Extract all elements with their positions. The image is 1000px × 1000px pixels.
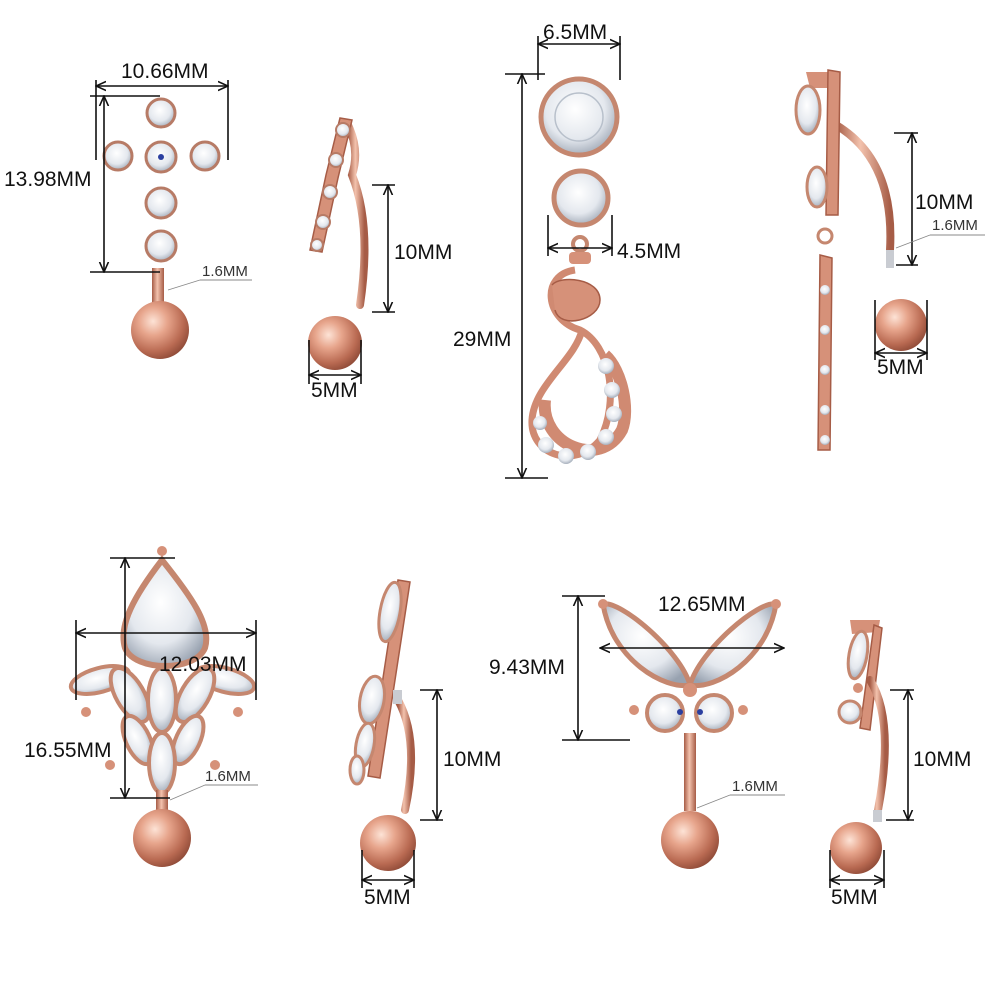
cross-bar: [152, 268, 164, 306]
cross-side-bar-label: 10MM: [394, 241, 453, 264]
cross-side-piece: [308, 117, 369, 370]
leaf-width-label: 12.03MM: [159, 653, 247, 676]
butterfly-width-label: 12.65MM: [658, 593, 746, 616]
cross-front-piece: [102, 97, 221, 359]
infinity-side-gauge-label: 1.6MM: [932, 217, 978, 234]
cross-height-label: 13.98MM: [4, 168, 92, 191]
infinity-dangle-piece: [528, 76, 632, 464]
butterfly-side-ball-label: 5MM: [831, 886, 878, 909]
butterfly-side-bar-label: 10MM: [913, 748, 972, 771]
cross-gauge-label: 1.6MM: [202, 263, 248, 280]
butterfly-piece: [598, 599, 781, 869]
infinity-top-stone-label: 6.5MM: [543, 21, 608, 44]
cross-side-ball-label: 5MM: [311, 379, 358, 402]
butterfly-gauge-label: 1.6MM: [732, 778, 778, 795]
infinity-length-label: 29MM: [453, 328, 512, 351]
infinity-side-pave: [820, 285, 830, 445]
cross-width-label: 10.66MM: [121, 60, 209, 83]
leaf-gauge-label: 1.6MM: [205, 768, 251, 785]
cross-gems: [102, 97, 221, 263]
butterfly-height-label: 9.43MM: [489, 656, 565, 679]
leaf-marquise-gems: [68, 664, 257, 795]
infinity-pave-gems: [533, 358, 622, 464]
infinity-side-ball-label: 5MM: [877, 356, 924, 379]
leaf-side-ball-label: 5MM: [364, 886, 411, 909]
infinity-second-stone-label: 4.5MM: [617, 240, 682, 263]
dimension-lines: [76, 36, 927, 888]
infinity-side-bar-label: 10MM: [915, 191, 974, 214]
butterfly-side-piece: [830, 620, 889, 874]
leaf-height-label: 16.55MM: [24, 739, 112, 762]
leaf-cluster-piece: [68, 546, 257, 867]
gauge-leader-lines: [167, 234, 985, 809]
leaf-side-piece: [348, 579, 416, 871]
leaf-side-bar-label: 10MM: [443, 748, 502, 771]
cross-ball: [131, 301, 189, 359]
infinity-side-piece: [794, 69, 927, 451]
